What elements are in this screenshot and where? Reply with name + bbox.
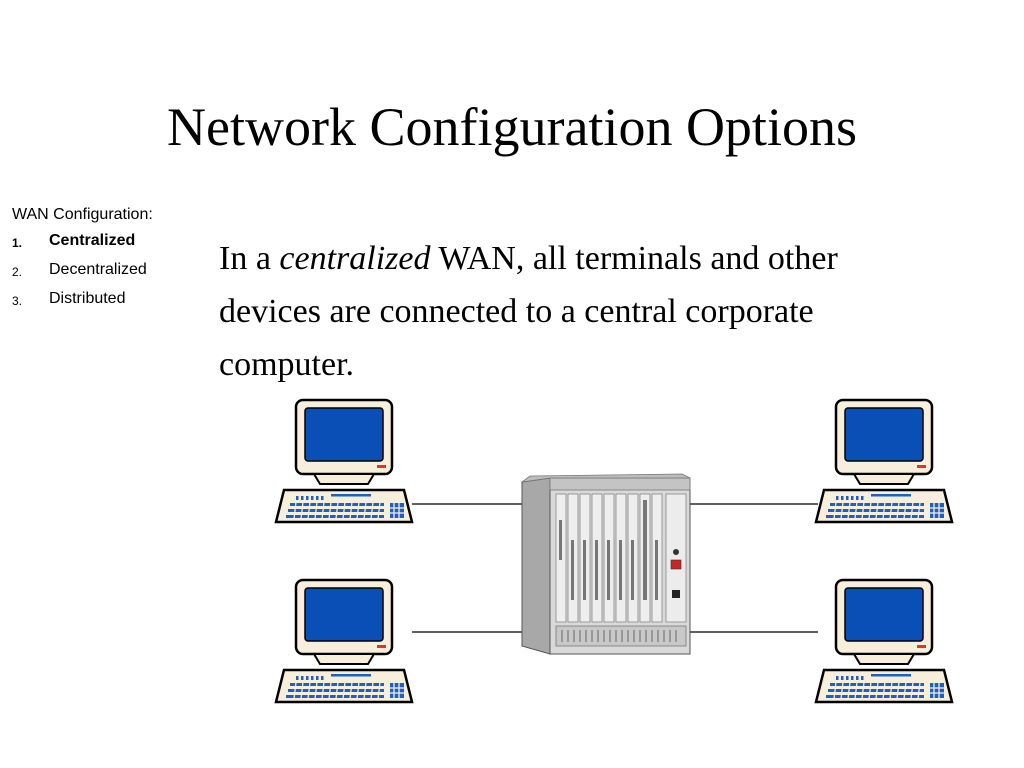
terminal-computer-icon [814,398,954,524]
list-item-number: 3. [12,294,23,308]
description-suffix: WAN, all terminals and other devices are… [219,240,838,383]
list-item-number: 2. [12,265,23,279]
configuration-list: 1. Centralized 2. Decentralized 3. Distr… [12,231,202,318]
list-item-decentralized: 2. Decentralized [12,260,202,289]
list-item-number: 1. [12,236,23,250]
terminal-computer-icon [274,578,414,704]
description-prefix: In a [219,240,280,277]
network-diagram [274,398,954,704]
description-emphasis: centralized [279,240,431,277]
list-item-label: Centralized [49,232,136,249]
list-item-centralized: 1. Centralized [12,231,202,260]
terminal-computer-icon [814,578,954,704]
description-text: In a centralized WAN, all terminals and … [219,232,939,391]
page-title: Network Configuration Options [167,97,857,157]
list-item-distributed: 3. Distributed [12,289,202,318]
terminal-computer-icon [274,398,414,524]
connection-lines [412,503,818,633]
list-item-label: Decentralized [49,261,147,278]
central-server-icon [521,473,691,655]
list-item-label: Distributed [49,290,126,307]
sidebar-heading: WAN Configuration: [12,206,153,223]
sidebar: WAN Configuration: 1. Centralized 2. Dec… [12,205,202,318]
